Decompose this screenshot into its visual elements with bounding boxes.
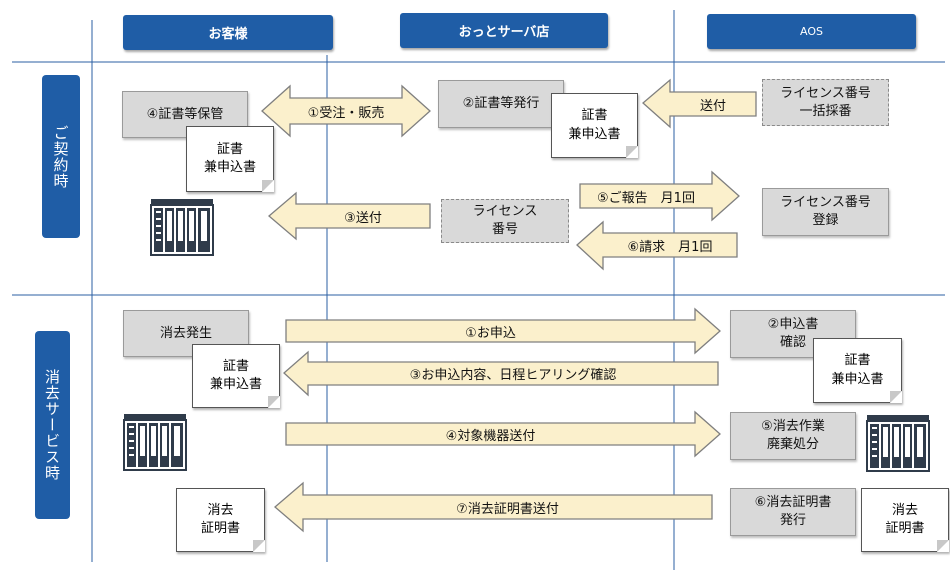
box-license-bulk: ライセンス番号 一括採番 <box>762 79 889 126</box>
section-erase-label: 消去サービス時 <box>35 331 70 519</box>
box-app-confirm: ②申込書 確認 <box>730 310 856 358</box>
server-icon <box>866 415 930 472</box>
box-erase-work: ⑤消去作業 廃棄処分 <box>730 412 856 460</box>
arrow-hearing <box>283 350 719 397</box>
section-contract-label: ご契約時 <box>42 75 80 238</box>
arrow-cert-send <box>274 481 713 533</box>
doc-customer-cert: 証書 兼申込書 <box>186 126 274 192</box>
label-hearing: ③お申込内容、日程ヒアリング確認 <box>409 368 617 383</box>
label-order-sales: ①受注・販売 <box>307 105 385 121</box>
label-send-to-customer: ③送付 <box>344 210 382 226</box>
box-license-register: ライセンス番号 登録 <box>762 188 889 236</box>
arrow-send-from-aos <box>642 78 757 129</box>
header-aos: AOS <box>707 14 916 49</box>
doc-erase-aos-cert: 証書 兼申込書 <box>813 338 902 403</box>
arrow-report <box>579 170 740 222</box>
doc-store-cert: 証書 兼申込書 <box>551 93 638 158</box>
doc-erase-customer-cert: 証書 兼申込書 <box>192 344 280 408</box>
doc-customer-erase-cert: 消去 証明書 <box>176 488 265 552</box>
label-cert-send: ⑦消去証明書送付 <box>456 501 559 517</box>
server-icon <box>123 414 187 471</box>
header-store: おっとサーバ店 <box>400 13 608 48</box>
arrow-apply <box>285 307 721 355</box>
label-ship: ④対象機器送付 <box>445 428 536 444</box>
arrow-invoice <box>576 220 738 271</box>
doc-aos-erase-cert: 消去 証明書 <box>861 488 949 552</box>
box-license-number: ライセンス 番号 <box>441 199 569 243</box>
arrow-send-to-customer <box>267 191 431 241</box>
label-send-from-aos: 送付 <box>699 98 726 114</box>
label-invoice: ⑥請求 月1回 <box>627 239 713 255</box>
label-report: ⑤ご報告 月1回 <box>597 190 695 206</box>
box-cert-issue: ②証書等発行 <box>438 80 564 128</box>
header-customer: お客様 <box>123 15 333 50</box>
arrow-ship <box>285 410 721 458</box>
label-apply: ①お申込 <box>465 325 516 341</box>
box-erase-cert-issue: ⑥消去証明書 発行 <box>730 488 856 536</box>
arrow-order-sales <box>261 84 431 138</box>
server-icon <box>150 199 214 256</box>
